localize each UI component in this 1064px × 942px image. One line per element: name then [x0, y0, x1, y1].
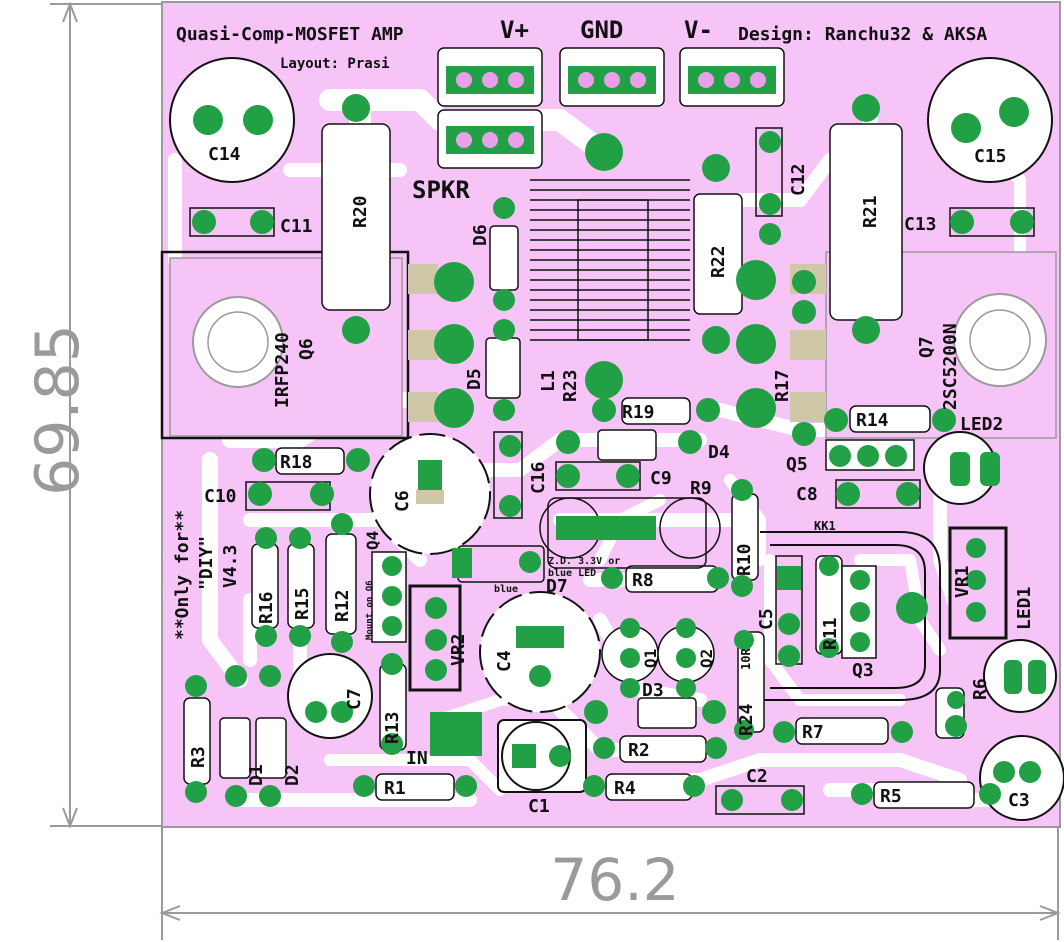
- label-r2: R2: [628, 740, 650, 761]
- label-c10: C10: [204, 486, 237, 507]
- power-connectors: [437, 47, 785, 169]
- label-led1: LED1: [1014, 587, 1035, 630]
- label-r10: R10: [734, 543, 755, 576]
- label-c9: C9: [650, 468, 672, 489]
- label-led2: LED2: [960, 414, 1003, 435]
- label-only-for-diy-2: "DIY": [196, 536, 217, 590]
- label-c2: C2: [746, 766, 768, 787]
- label-d4: D4: [708, 442, 730, 463]
- label-l1: L1: [538, 370, 559, 392]
- label-r7: R7: [802, 722, 824, 743]
- design-credit: Design: Ranchu32 & AKSA: [738, 24, 987, 45]
- label-c4: C4: [494, 650, 515, 672]
- label-c13: C13: [904, 214, 937, 235]
- label-r9: R9: [690, 478, 712, 499]
- dimension-lines: [50, 1, 1061, 940]
- dimension-height-label: 69.85: [23, 324, 93, 496]
- label-r17: R17: [772, 369, 793, 402]
- q6-outline: [160, 250, 438, 440]
- label-input: IN: [406, 748, 428, 769]
- label-q4-note: Mount on Q6: [365, 580, 375, 640]
- label-c14: C14: [208, 144, 241, 165]
- label-c6: C6: [392, 490, 413, 512]
- label-c3: C3: [1008, 790, 1030, 811]
- label-r22: R22: [708, 245, 729, 278]
- label-r13: R13: [382, 711, 403, 744]
- label-kk1: KK1: [814, 519, 836, 533]
- label-d1: D1: [246, 764, 267, 786]
- label-d6: D6: [470, 224, 491, 246]
- label-speaker: SPKR: [412, 176, 470, 204]
- label-r21: R21: [860, 195, 881, 228]
- label-v-plus: V+: [500, 16, 529, 44]
- label-q6-part: IRFP240: [272, 332, 293, 408]
- label-version: V4.3: [220, 545, 241, 588]
- label-d2: D2: [282, 764, 303, 786]
- label-q4: Q4: [363, 531, 382, 550]
- label-q3: Q3: [852, 660, 874, 681]
- label-q7-part: 2SC5200N: [940, 323, 961, 410]
- layout-credit: Layout: Prasi: [280, 56, 390, 72]
- label-q2: Q2: [697, 649, 716, 668]
- label-r24-value: 10R: [739, 648, 753, 670]
- label-r23: R23: [560, 369, 581, 402]
- board-title: Quasi-Comp-MOSFET AMP: [176, 24, 404, 45]
- label-d7-blue: blue: [494, 584, 518, 595]
- label-r3: R3: [188, 746, 209, 768]
- label-q6-ref: Q6: [296, 338, 317, 360]
- label-d7-note-2: blue LED: [548, 568, 596, 579]
- label-r18: R18: [280, 452, 313, 473]
- label-c7: C7: [344, 688, 365, 710]
- label-r11: R11: [820, 617, 841, 650]
- label-r5: R5: [880, 786, 902, 807]
- solder-pads: [185, 94, 1046, 811]
- label-d7: D7: [546, 576, 568, 597]
- label-r6: R6: [970, 678, 991, 700]
- heatsink-kk1-outline: [760, 531, 941, 701]
- label-v-minus: V-: [684, 16, 713, 44]
- label-vr1: VR1: [952, 565, 973, 598]
- label-gnd: GND: [580, 16, 623, 44]
- label-d3: D3: [642, 680, 664, 701]
- label-c15: C15: [974, 146, 1007, 167]
- label-vr2: VR2: [448, 633, 469, 666]
- silkscreen-labels: Quasi-Comp-MOSFET AMP Layout: Prasi Desi…: [172, 16, 1035, 817]
- label-r8: R8: [632, 570, 654, 591]
- label-r15: R15: [292, 587, 313, 620]
- label-c1: C1: [528, 796, 550, 817]
- label-r14: R14: [856, 410, 889, 431]
- label-c16: C16: [528, 461, 549, 494]
- label-c11: C11: [280, 216, 313, 237]
- label-r24: R24: [736, 703, 757, 736]
- label-c5: C5: [756, 608, 777, 630]
- dimension-width-label: 76.2: [550, 846, 679, 914]
- label-r4: R4: [614, 778, 636, 799]
- label-c8: C8: [796, 484, 818, 505]
- label-q5: Q5: [786, 454, 808, 475]
- label-r16: R16: [256, 591, 277, 624]
- label-r20: R20: [350, 195, 371, 228]
- label-r1: R1: [384, 778, 406, 799]
- label-q7-ref: Q7: [916, 336, 937, 358]
- resistor-bodies: [183, 123, 975, 809]
- label-c12: C12: [788, 163, 809, 196]
- label-d7-note-1: Z.D. 3.3V or: [548, 556, 620, 567]
- l1-coil: [530, 179, 690, 341]
- label-q1: Q1: [641, 649, 660, 668]
- label-r19: R19: [622, 402, 655, 423]
- label-r12: R12: [332, 589, 353, 622]
- label-only-for-diy-1: **Only for**: [172, 510, 193, 640]
- label-d5: D5: [464, 368, 485, 390]
- diode-bodies: [219, 225, 697, 779]
